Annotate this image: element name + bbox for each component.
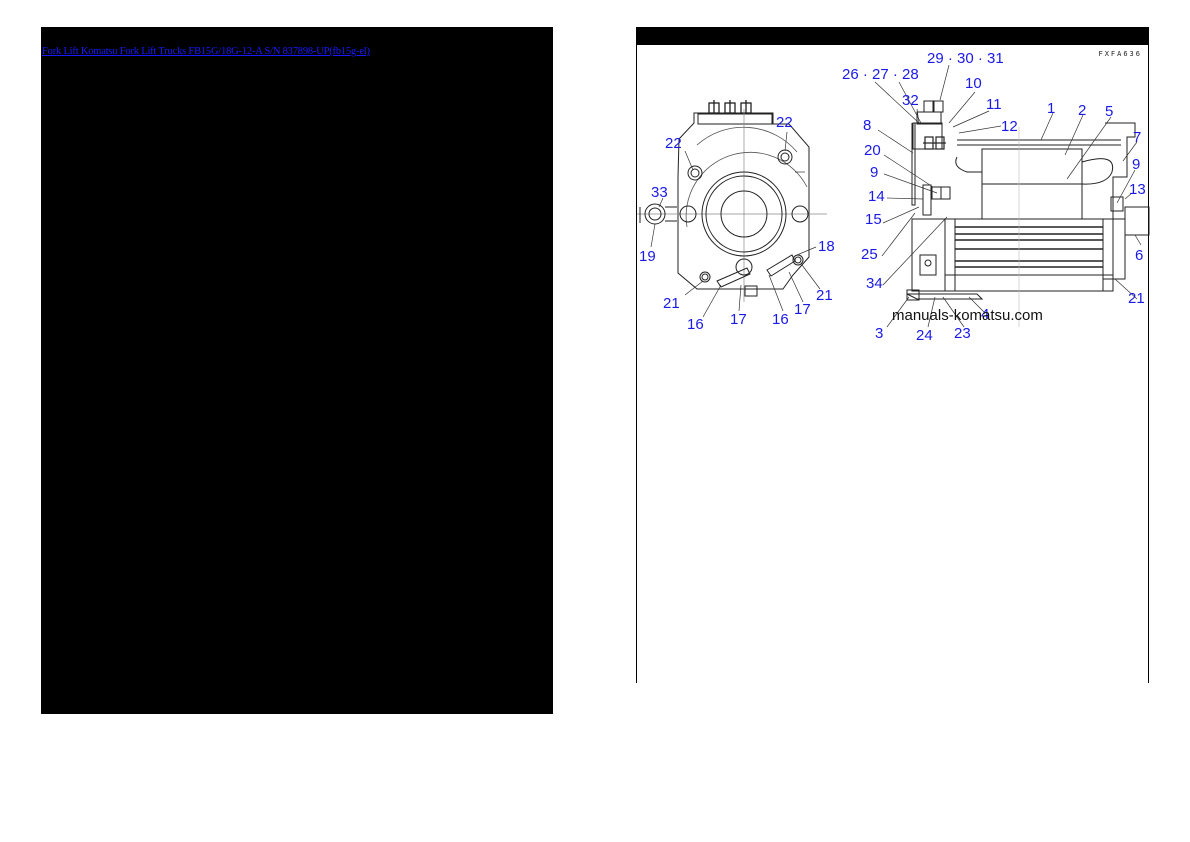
- watermark-text: manuals-komatsu.com: [892, 307, 1043, 324]
- front-view-drawing: [637, 100, 827, 318]
- callout-12: 12: [1001, 118, 1018, 135]
- callout-20: 20: [864, 142, 881, 159]
- callout-25: 25: [861, 246, 878, 263]
- parts-diagram-panel: FXFA636 22 22 33 19 18 21 21 16 17 16 17…: [636, 27, 1150, 683]
- callout-9-right: 9: [1132, 156, 1141, 173]
- callout-4: 4: [981, 306, 990, 323]
- manual-title-link[interactable]: Fork Lift Komatsu Fork Lift Trucks FB15G…: [42, 46, 370, 57]
- callout-23: 23: [954, 325, 971, 342]
- callout-22-right: 22: [776, 114, 793, 131]
- diagram-header-bar: [637, 27, 1148, 45]
- callout-26-27-28: 26 · 27 · 28: [842, 66, 919, 83]
- callout-3: 3: [875, 325, 884, 342]
- callout-2: 2: [1078, 102, 1087, 119]
- callout-22-left: 22: [665, 135, 682, 152]
- callout-18: 18: [818, 238, 835, 255]
- callout-32: 32: [902, 92, 919, 109]
- motor-assembly-drawing: [637, 64, 1150, 328]
- callout-29-30-31: 29 · 30 · 31: [927, 50, 1004, 67]
- callout-34: 34: [866, 275, 883, 292]
- callout-16-right: 16: [772, 311, 789, 328]
- callout-15: 15: [865, 211, 882, 228]
- callout-21-side: 21: [1128, 290, 1145, 307]
- callout-14: 14: [868, 188, 885, 205]
- callout-16-left: 16: [687, 316, 704, 333]
- document-viewer-panel: Fork Lift Komatsu Fork Lift Trucks FB15G…: [41, 27, 553, 714]
- callout-9-left: 9: [870, 164, 879, 181]
- callout-13: 13: [1129, 181, 1146, 198]
- callout-24: 24: [916, 327, 933, 344]
- callout-11: 11: [986, 96, 1002, 113]
- callout-8: 8: [863, 117, 872, 134]
- callout-21-right: 21: [816, 287, 833, 304]
- callout-19: 19: [639, 248, 656, 265]
- figure-code-label: FXFA636: [1098, 50, 1142, 58]
- callout-33: 33: [651, 184, 668, 201]
- side-view-drawing: [874, 64, 1150, 328]
- callout-1: 1: [1047, 100, 1056, 117]
- callout-10: 10: [965, 75, 982, 92]
- callout-5: 5: [1105, 103, 1114, 120]
- callout-17-right: 17: [794, 301, 811, 318]
- callout-17-left: 17: [730, 311, 747, 328]
- callout-21-left: 21: [663, 295, 680, 312]
- callout-7: 7: [1133, 129, 1142, 146]
- callout-6: 6: [1135, 247, 1144, 264]
